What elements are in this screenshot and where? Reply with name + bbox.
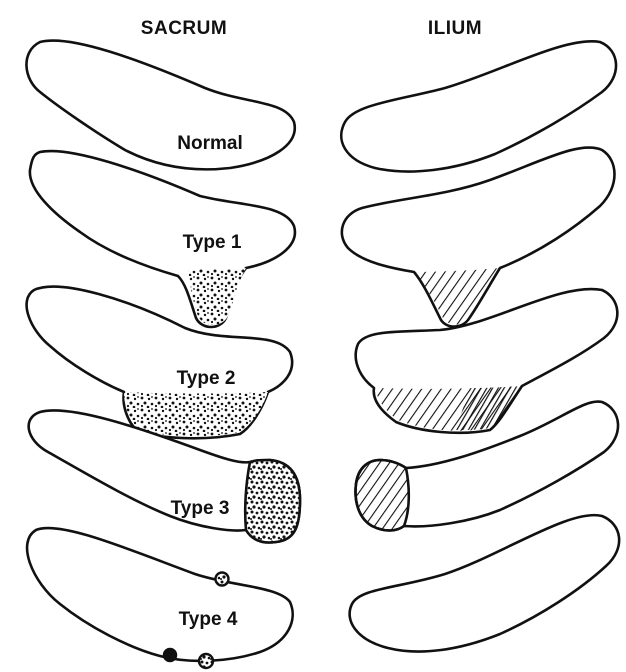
heading-ilium: ILIUM bbox=[428, 18, 482, 39]
avulsion-fragment-top bbox=[216, 573, 229, 586]
ilium-type-1-fracture bbox=[414, 268, 500, 325]
sacrum-type-3-fracture bbox=[245, 460, 300, 543]
label-type-3: Type 3 bbox=[171, 498, 230, 519]
row-type-2: Type 2 bbox=[27, 287, 618, 439]
row-type-4: Type 4 bbox=[27, 515, 619, 668]
ilium-type-3-fracture bbox=[356, 460, 409, 531]
label-type-4: Type 4 bbox=[179, 609, 238, 630]
sacrum-normal bbox=[26, 41, 294, 170]
label-normal: Normal bbox=[177, 133, 242, 154]
label-type-1: Type 1 bbox=[183, 232, 242, 253]
sacrum-type-4 bbox=[27, 528, 293, 661]
ilium-type-4 bbox=[350, 515, 620, 651]
avulsion-fragment-left bbox=[164, 649, 177, 662]
row-normal: Normal bbox=[26, 41, 616, 172]
avulsion-fragment-right bbox=[199, 654, 213, 668]
row-type-3: Type 3 bbox=[29, 402, 618, 543]
label-type-2: Type 2 bbox=[177, 368, 236, 389]
heading-sacrum: SACRUM bbox=[141, 18, 227, 39]
